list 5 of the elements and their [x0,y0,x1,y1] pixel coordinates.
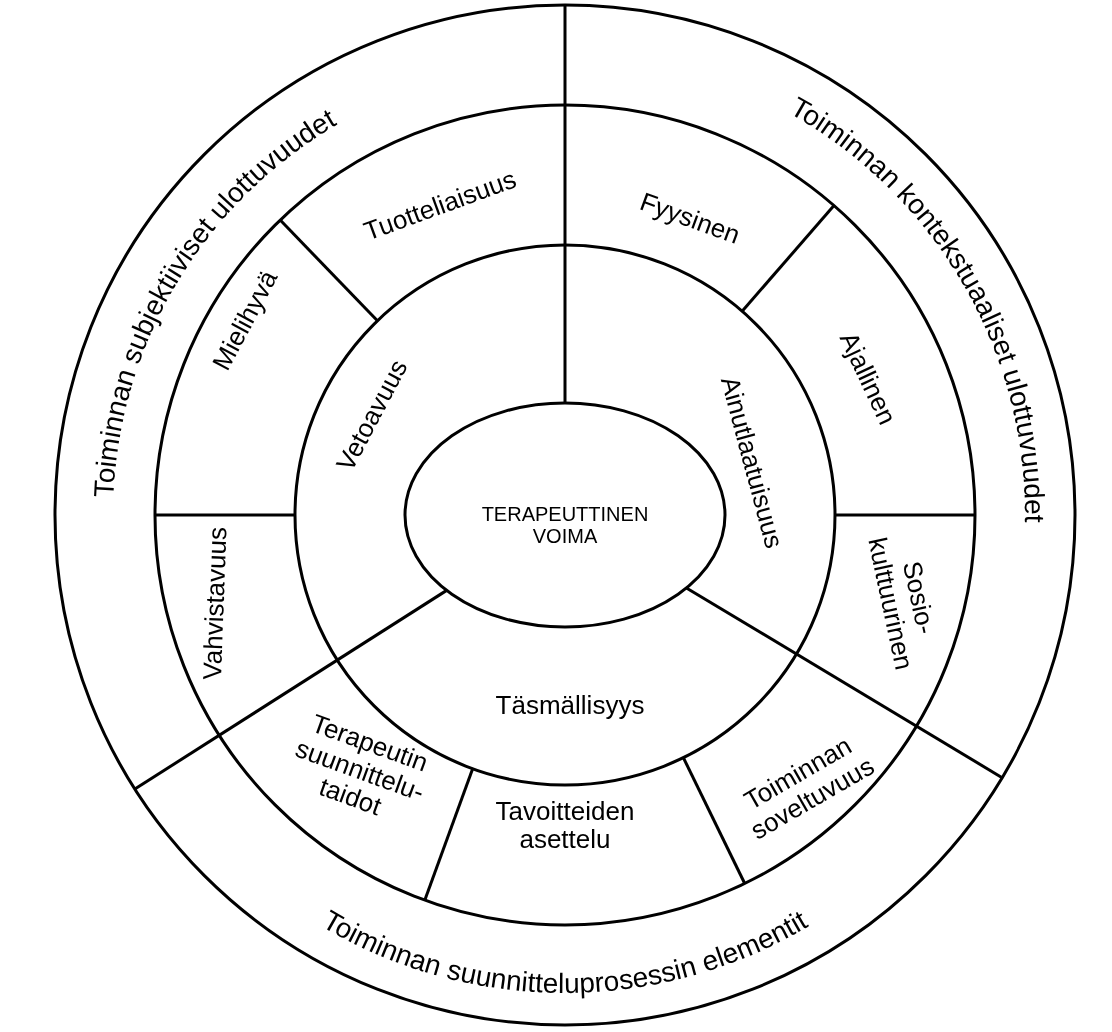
segment-label: Sosio- kulttuurinen [860,515,950,685]
segment-label: Vahvistavuus [196,492,234,714]
segment-label: Tavoitteiden asettelu [480,796,650,854]
center-label: TERAPEUTTINEN VOIMA [465,503,665,547]
segment-label: Täsmällisyys [460,690,680,720]
